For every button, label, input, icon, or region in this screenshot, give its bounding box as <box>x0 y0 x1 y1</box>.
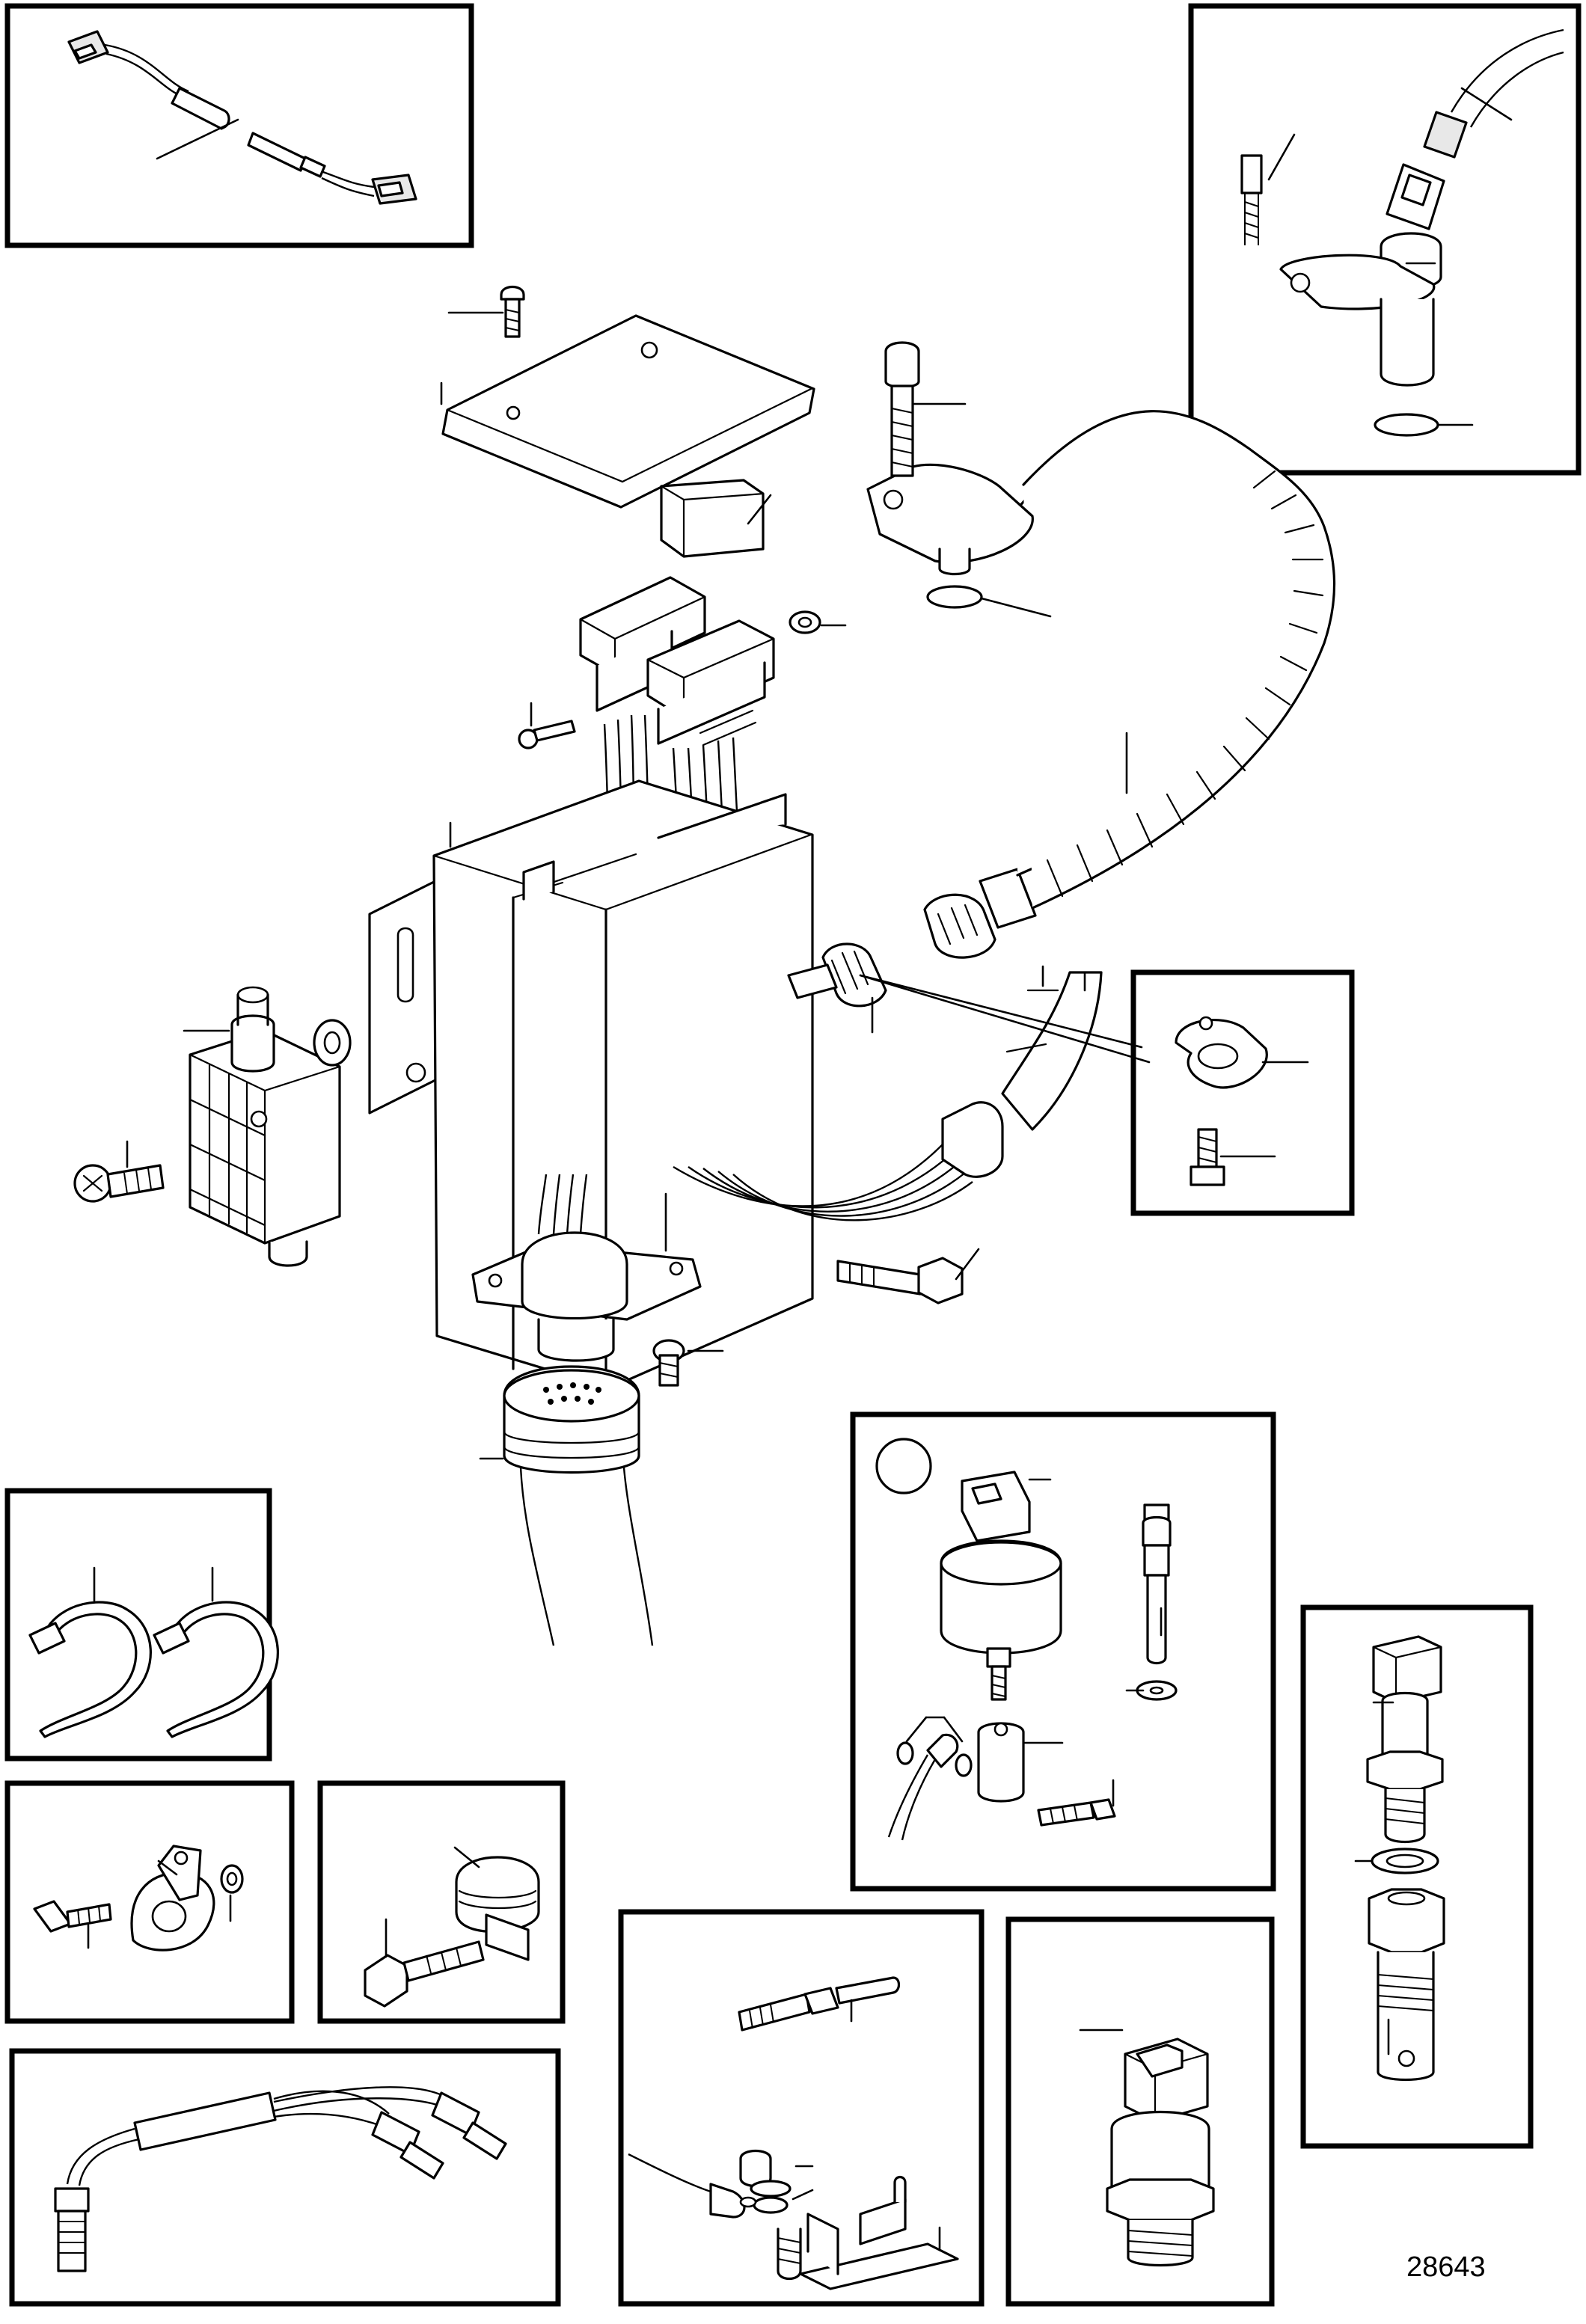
flange-bolt-leader <box>955 1248 980 1281</box>
p-clip-leader <box>157 1859 178 1876</box>
harness-extension-cable <box>67 30 417 205</box>
hex-nut-top <box>789 610 821 634</box>
sensor-assembly <box>1240 28 1564 437</box>
figure-number: 28643 <box>1406 2251 1486 2283</box>
cover-screw <box>500 285 525 338</box>
flange-bolt <box>836 1257 964 1304</box>
harness-bundle <box>673 971 1103 1221</box>
flange-connector <box>471 1174 702 1362</box>
pressure-sender-kit <box>875 1438 1178 1841</box>
cable-clamp <box>1175 1016 1268 1089</box>
cable-tie-left <box>28 1601 152 1738</box>
washers-leader-a <box>905 1716 928 1743</box>
sensor-cable-leader <box>1460 87 1513 121</box>
y-splitter-cable <box>54 2086 507 2272</box>
relay-leader <box>747 494 772 525</box>
inset-frame-cable-clamp <box>1130 969 1355 1216</box>
sensor-screw-leader <box>1267 133 1296 181</box>
inset-frame-y-cable <box>9 2048 561 2307</box>
pressure-switch <box>1106 2038 1215 2267</box>
sensor-with-adapter <box>1366 1635 1445 2082</box>
clamp-screw <box>1190 1128 1225 1186</box>
mounting-bracket <box>368 877 443 1115</box>
junction-screw <box>73 1164 165 1203</box>
relay <box>660 479 765 558</box>
cover-plate <box>441 314 815 509</box>
junction-block <box>189 986 341 1267</box>
harness-callout-line-b <box>859 974 1143 1049</box>
clip-leader <box>453 1846 480 1868</box>
cable-tie-right <box>153 1601 279 1738</box>
harness-extension-leader <box>156 118 239 160</box>
stud-and-bracket-kit <box>628 1976 959 2290</box>
washer-left <box>313 1019 352 1067</box>
harness-callout-line-a <box>859 974 1151 1064</box>
p-clip-kit <box>33 1845 244 1952</box>
flange-screw <box>652 1339 685 1387</box>
top-sensor-oring-leader <box>980 597 1052 618</box>
connector-screw <box>518 720 576 749</box>
connector-block-right <box>646 619 775 746</box>
top-sensor <box>866 341 1034 609</box>
washer-leader <box>792 2189 814 2201</box>
hose-connector <box>923 868 1037 959</box>
clip-flange-screw <box>364 1856 540 2008</box>
cable-gland <box>787 942 887 1008</box>
round-plug <box>503 1365 654 1646</box>
inset-frame-stud-bracket <box>618 1909 985 2307</box>
corrugated-hose <box>1016 410 1336 910</box>
washers-leader-b <box>943 1716 964 1743</box>
